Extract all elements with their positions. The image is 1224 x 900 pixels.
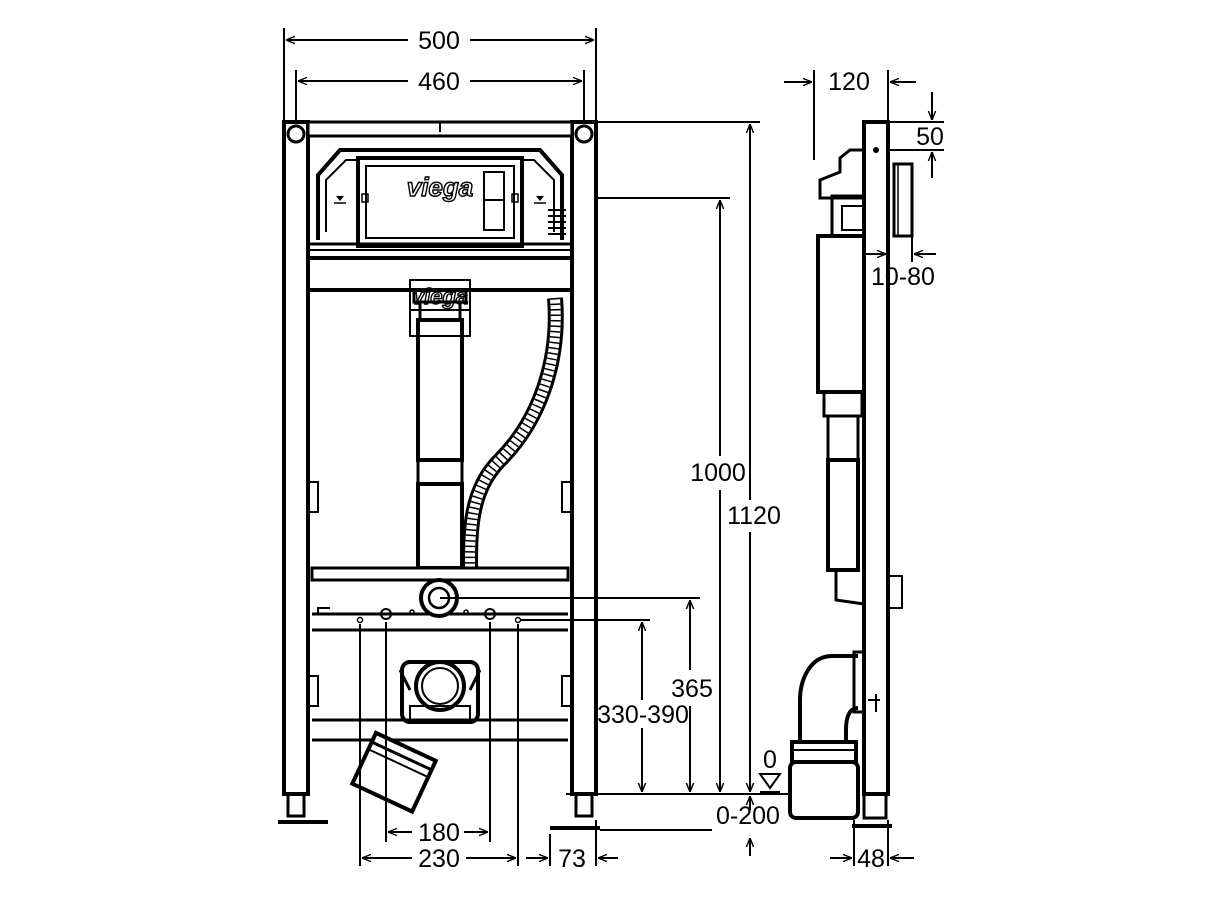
front-view: viega viega bbox=[278, 120, 600, 830]
dim-73: 73 bbox=[558, 845, 586, 873]
side-upright bbox=[862, 120, 890, 796]
dim-0: 0 bbox=[763, 746, 777, 774]
dim-230: 230 bbox=[418, 845, 460, 873]
dim-330-390: 330-390 bbox=[597, 701, 689, 729]
dim-48: 48 bbox=[857, 845, 885, 873]
feet bbox=[278, 792, 600, 830]
logo-text-top: viega bbox=[407, 172, 474, 202]
side-drain-bend bbox=[788, 650, 880, 820]
dim-0-200: 0-200 bbox=[716, 802, 780, 830]
dimension-lines bbox=[283, 28, 944, 866]
flush-pipe bbox=[412, 288, 468, 570]
dim-500: 500 bbox=[418, 27, 460, 55]
lower-crossbar bbox=[310, 566, 570, 632]
dim-120: 120 bbox=[828, 68, 870, 96]
dim-1120: 1120 bbox=[727, 502, 781, 530]
dim-1000: 1000 bbox=[690, 459, 746, 487]
dim-10-80: 10-80 bbox=[871, 263, 935, 291]
label-plate bbox=[409, 279, 471, 337]
cistern bbox=[310, 148, 570, 251]
dim-460: 460 bbox=[418, 68, 460, 96]
dim-365: 365 bbox=[671, 675, 713, 703]
water-supply-hose bbox=[462, 297, 564, 571]
dim-180: 180 bbox=[418, 819, 460, 847]
drain-connector bbox=[312, 660, 568, 815]
side-brackets bbox=[307, 481, 573, 707]
right-upright bbox=[570, 120, 598, 796]
dim-50: 50 bbox=[916, 123, 944, 151]
side-cistern bbox=[816, 234, 866, 394]
side-view bbox=[788, 120, 914, 828]
dimension-labels: 500 460 120 50 10-80 1000 1120 365 330-3… bbox=[418, 27, 944, 873]
left-upright bbox=[282, 120, 310, 796]
floor-level-marker bbox=[758, 773, 782, 790]
